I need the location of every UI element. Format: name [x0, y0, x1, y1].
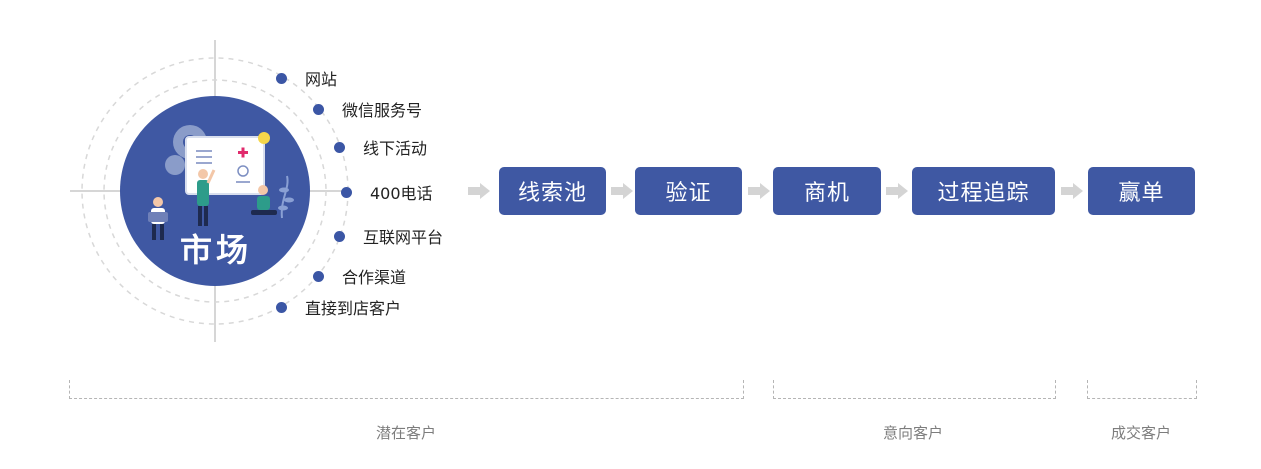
- channel-item: 微信服务号: [313, 97, 422, 121]
- team-whiteboard-illustration: [148, 125, 294, 240]
- stage-label-closed: 成交客户: [1110, 424, 1172, 442]
- pipeline-step-verify: 验证: [635, 167, 742, 215]
- stage-bracket-potential: [69, 380, 744, 399]
- channel-label: 线下活动: [363, 139, 428, 158]
- right-arrow-icon: [748, 183, 770, 199]
- stage-label-potential: 潜在客户: [375, 424, 437, 442]
- right-arrow-icon: [468, 183, 490, 199]
- channel-dot: [313, 270, 324, 282]
- channel-label: 网站: [305, 70, 338, 89]
- channel-dot: [276, 72, 287, 84]
- stage-bracket-intent: [773, 380, 1056, 399]
- pipeline-step-opportunity: 商机: [773, 167, 881, 215]
- channel-label: 微信服务号: [342, 101, 423, 120]
- channel-dot: [276, 301, 287, 313]
- pipeline-step-won: 赢单: [1088, 167, 1195, 215]
- stage-bracket-closed: [1087, 380, 1197, 399]
- inner-ring: [103, 79, 327, 303]
- market-radar: [70, 40, 350, 342]
- pipeline-step-lead-pool: 线索池: [499, 167, 606, 215]
- channel-label: 400电话: [370, 184, 433, 203]
- channel-dot: [341, 186, 352, 198]
- channel-item: 网站: [276, 66, 337, 90]
- channel-item: 400电话: [341, 180, 433, 204]
- market-title: 市场: [180, 231, 253, 269]
- channel-label: 直接到店客户: [305, 299, 402, 318]
- channel-label: 互联网平台: [363, 228, 444, 247]
- right-arrow-icon: [1061, 183, 1083, 199]
- channel-item: 互联网平台: [334, 224, 443, 248]
- right-arrow-icon: [611, 183, 633, 199]
- channel-item: 直接到店客户: [276, 295, 401, 319]
- channel-item: 线下活动: [334, 135, 427, 159]
- channel-label: 合作渠道: [342, 268, 407, 287]
- channel-dot: [313, 103, 324, 115]
- channel-item: 合作渠道: [313, 264, 406, 288]
- channel-dot: [334, 141, 345, 153]
- pipeline-step-tracking: 过程追踪: [912, 167, 1055, 215]
- stage-label-intent: 意向客户: [882, 424, 944, 442]
- right-arrow-icon: [886, 183, 908, 199]
- channel-dot: [334, 230, 345, 242]
